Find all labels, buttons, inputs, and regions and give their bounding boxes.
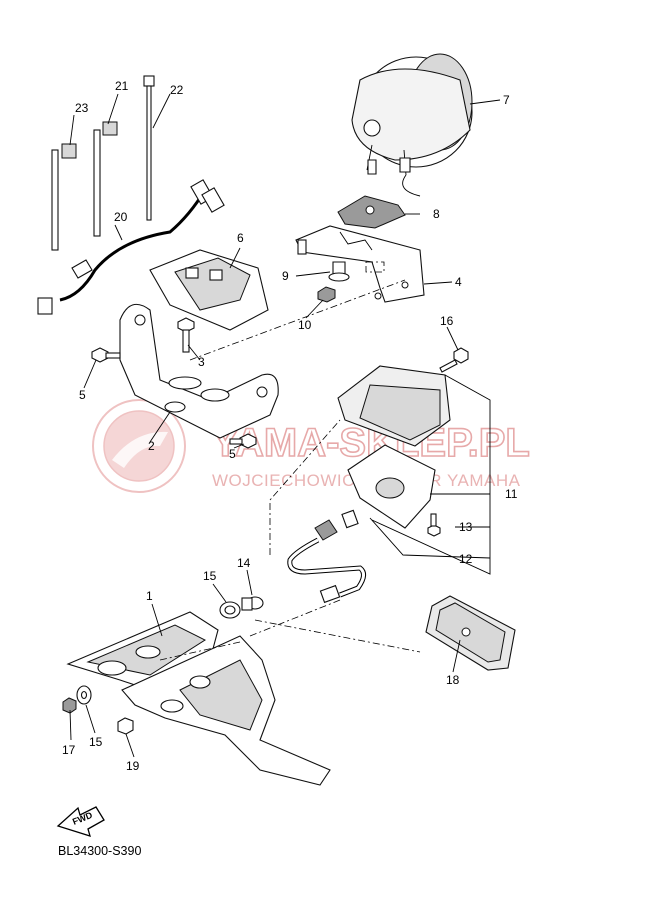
part-2-bracket	[119, 303, 279, 439]
drawing-code: BL34300-S390	[58, 844, 141, 858]
part-3-bolt	[177, 317, 195, 353]
leader-lines	[69, 93, 501, 758]
callout-5-upper: 5	[79, 388, 86, 402]
callout-9: 9	[282, 269, 289, 283]
part-8-gasket	[337, 195, 406, 229]
part-19-reflector	[425, 595, 516, 671]
callout-2: 2	[148, 439, 155, 453]
part-22-band	[93, 121, 118, 237]
callout-5-lower: 5	[229, 447, 236, 461]
part-5-bolt-upper	[91, 347, 121, 363]
part-13-screw	[427, 513, 441, 537]
callout-12: 12	[459, 552, 473, 566]
callout-17: 16	[440, 314, 454, 328]
part-7-taillight	[351, 53, 473, 197]
part-10-nut	[317, 286, 336, 303]
callout-8: 8	[433, 207, 440, 221]
part-11-license-light	[337, 365, 451, 529]
part-12-socket-bulb	[287, 509, 366, 604]
callout-24: 23	[75, 101, 89, 115]
callout-19: 18	[446, 673, 460, 687]
watermark: YAMA-SKLEP.PL WOJCIECHOWICZ DEALER YAMAH…	[92, 399, 531, 493]
callout-6: 6	[237, 231, 244, 245]
part-21-harness	[37, 179, 225, 315]
part-17-screw	[439, 347, 469, 373]
callout-labels: 23 21 22 20 6 7 8 9 10 4 3 5 2 5 16 11 1…	[62, 79, 518, 773]
callout-3: 3	[198, 355, 205, 369]
callout-13: 13	[459, 520, 473, 534]
callout-4: 4	[455, 275, 462, 289]
callout-1: 1	[146, 589, 153, 603]
callout-10: 10	[298, 318, 312, 332]
callout-11: 11	[505, 487, 518, 501]
callout-23: 22	[170, 83, 184, 97]
part-6-socket	[149, 249, 269, 331]
part-1-plate-bracket	[66, 611, 331, 786]
callout-20: 19	[126, 759, 140, 773]
part-14-collar	[241, 596, 264, 611]
callout-21: 20	[114, 210, 128, 224]
part-23-cable-tie	[143, 75, 155, 221]
part-5-bolt-lower	[229, 433, 257, 449]
part-18-nut	[62, 697, 77, 714]
part-15-grommet	[219, 601, 241, 619]
assembly-lines	[189, 279, 421, 653]
part-16-washer	[76, 685, 92, 705]
part-4-bracket	[295, 225, 425, 303]
callout-7: 7	[503, 93, 510, 107]
callout-14: 14	[237, 556, 251, 570]
callout-22: 21	[115, 79, 129, 93]
callout-15: 15	[203, 569, 217, 583]
fwd-arrow-icon: FWD	[56, 806, 105, 837]
part-9-grommet	[328, 261, 350, 282]
part-24-band	[51, 143, 77, 251]
callout-16: 15	[89, 735, 103, 749]
part-20-nut	[117, 717, 134, 735]
callout-18: 17	[62, 743, 76, 757]
